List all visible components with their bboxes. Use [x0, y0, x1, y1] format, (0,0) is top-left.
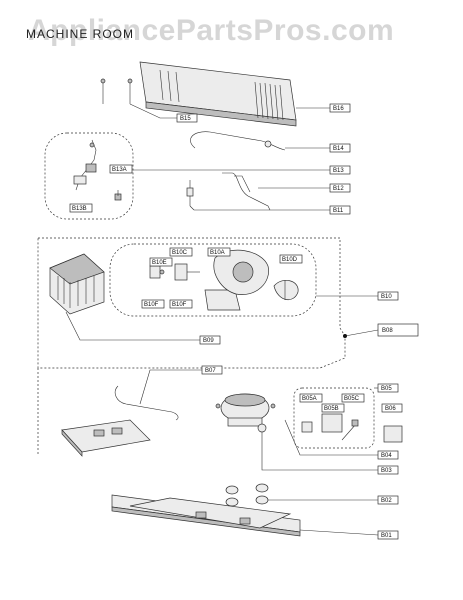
part-b01-base — [111, 494, 301, 537]
svg-text:B13A: B13A — [112, 167, 127, 173]
callout-b08: B08 — [377, 323, 419, 337]
part-b09-condenser — [49, 253, 105, 315]
callout-b13b: B13B — [69, 203, 93, 213]
svg-text:B14: B14 — [333, 146, 344, 152]
callout-b03: B03 — [377, 465, 399, 475]
svg-text:B08: B08 — [382, 328, 393, 334]
part-b07-drain-pan — [61, 385, 179, 457]
callout-b05a: B05A — [299, 393, 323, 403]
callout-b04: B04 — [377, 450, 399, 460]
callout-b10g: B10F — [169, 299, 193, 309]
svg-text:B11: B11 — [333, 208, 344, 214]
callout-b14: B14 — [329, 143, 351, 153]
callout-b01: B01 — [377, 530, 399, 540]
svg-text:B05: B05 — [381, 386, 392, 392]
svg-text:B05B: B05B — [324, 406, 339, 412]
svg-text:B10C: B10C — [172, 250, 188, 256]
svg-text:B10D: B10D — [282, 257, 298, 263]
svg-text:B05C: B05C — [344, 396, 360, 402]
svg-text:B09: B09 — [203, 338, 214, 344]
callout-b07: B07 — [201, 365, 223, 375]
svg-text:B16: B16 — [333, 106, 344, 112]
callout-b05: B05 — [377, 383, 399, 393]
callout-b12: B12 — [329, 183, 351, 193]
part-b14-hose — [190, 131, 286, 151]
callout-b13: B13 — [329, 165, 351, 175]
callout-b05c: B05C — [341, 393, 365, 403]
svg-text:B13B: B13B — [72, 206, 87, 212]
svg-text:B13: B13 — [333, 168, 344, 174]
svg-text:B10F: B10F — [144, 302, 159, 308]
svg-text:B15: B15 — [180, 116, 191, 122]
page-title: MACHINE ROOM — [26, 27, 134, 41]
svg-text:B10A: B10A — [210, 250, 225, 256]
callout-b10a: B10A — [207, 247, 231, 257]
callout-b11: B11 — [329, 205, 351, 215]
assembly-b13 — [44, 132, 134, 220]
assembly-b08-region — [37, 237, 346, 369]
callout-b09: B09 — [199, 335, 221, 345]
part-b03-compressor — [215, 393, 276, 433]
svg-text:B10: B10 — [381, 294, 392, 300]
svg-text:B07: B07 — [205, 368, 216, 374]
svg-text:B06: B06 — [385, 406, 396, 412]
svg-text:B01: B01 — [381, 533, 392, 539]
part-b16-cover — [139, 61, 297, 127]
callout-b16: B16 — [329, 103, 351, 113]
svg-text:B10F: B10F — [172, 302, 187, 308]
svg-text:B10E: B10E — [152, 260, 167, 266]
callout-b02: B02 — [377, 495, 399, 505]
callout-b13a: B13A — [109, 164, 133, 174]
callout-b10e: B10E — [149, 257, 173, 267]
part-b15-screws — [100, 78, 133, 104]
callout-b15: B15 — [176, 113, 198, 123]
svg-text:B12: B12 — [333, 186, 344, 192]
svg-text:B05A: B05A — [302, 396, 317, 402]
assembly-b10-fan-motor — [109, 243, 317, 317]
svg-text:B02: B02 — [381, 498, 392, 504]
callout-b10d: B10D — [279, 254, 303, 264]
assembly-b05-relay — [293, 387, 403, 449]
callout-b06: B06 — [381, 403, 403, 413]
callout-b10c: B10C — [169, 247, 193, 257]
callout-b05b: B05B — [321, 403, 345, 413]
svg-text:B03: B03 — [381, 468, 392, 474]
part-b02-grommets — [225, 483, 269, 507]
callout-b10: B10 — [377, 291, 399, 301]
part-b11-fitting — [186, 180, 195, 211]
svg-text:B04: B04 — [381, 453, 392, 459]
part-b12-tube — [222, 172, 271, 211]
callout-b10f: B10F — [141, 299, 165, 309]
